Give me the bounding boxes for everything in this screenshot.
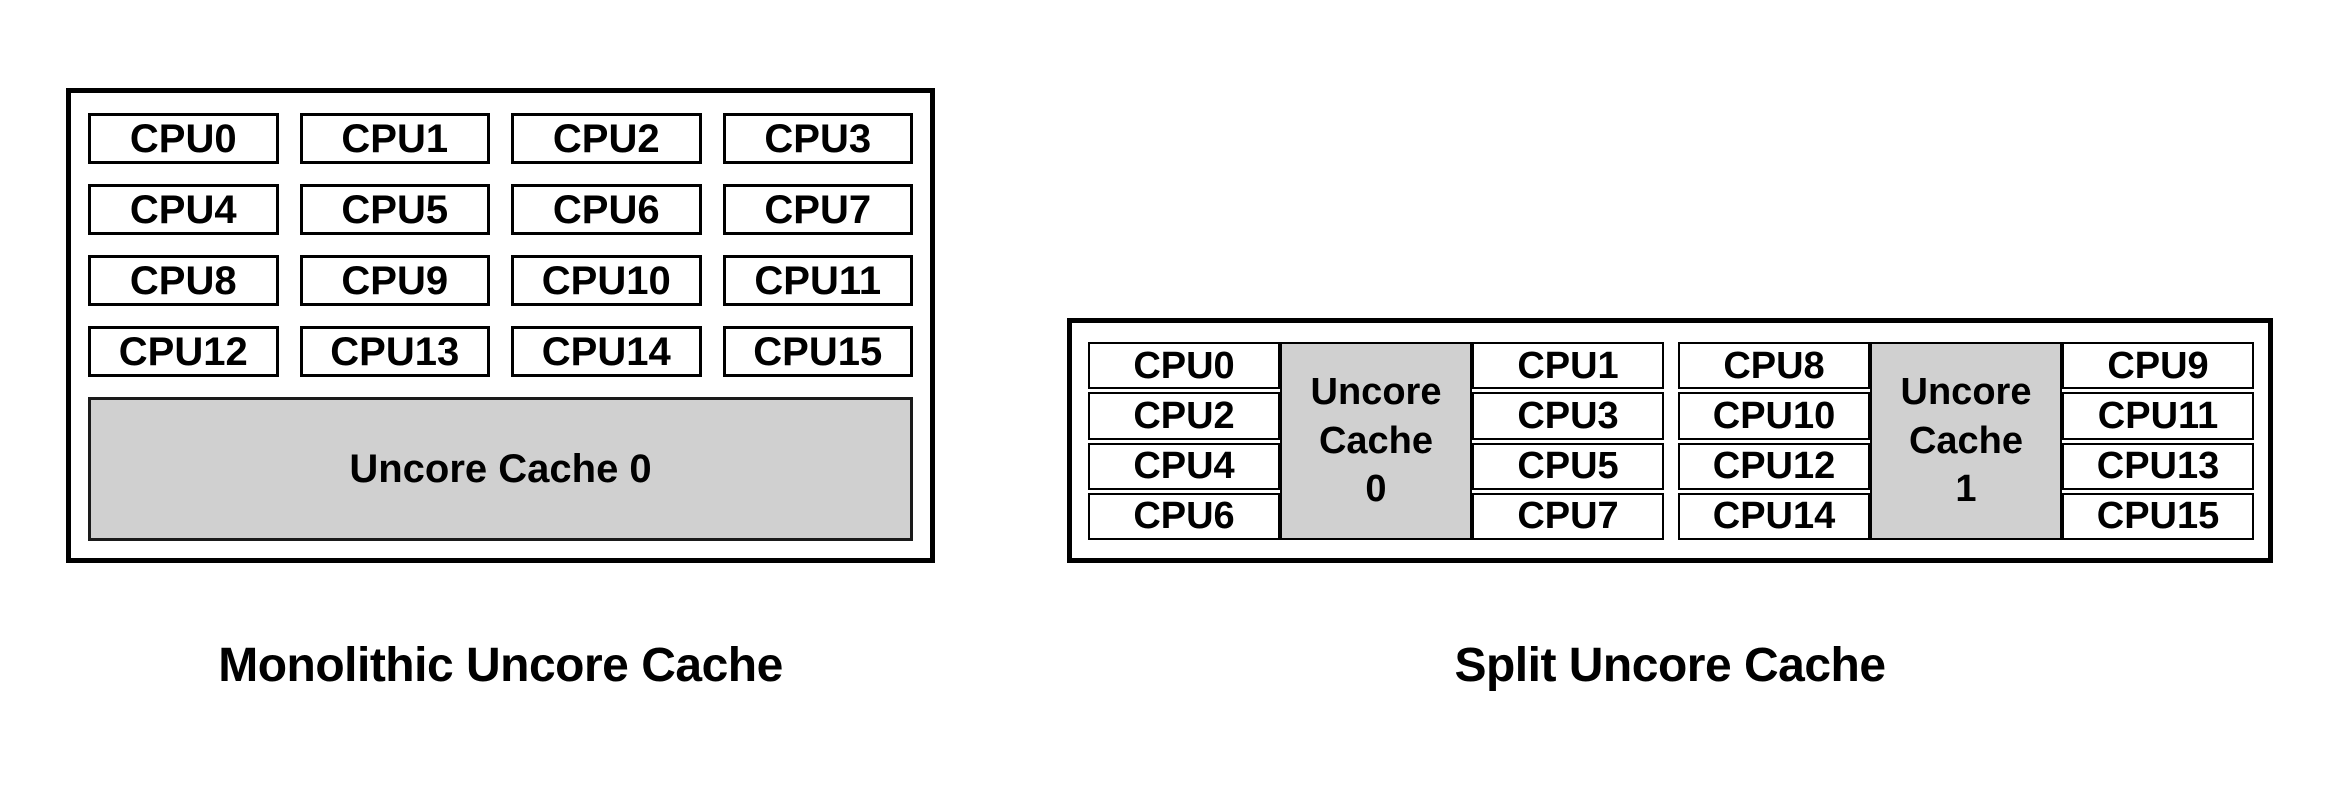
- cpu-cell: CPU13: [2062, 442, 2254, 490]
- cpu-cell: CPU10: [1678, 392, 1870, 440]
- cpu-cell: CPU14: [1678, 492, 1870, 540]
- monolithic-cpu-grid: CPU0 CPU1 CPU2 CPU3 CPU4 CPU5 CPU6 CPU7 …: [88, 113, 913, 377]
- cpu-box-8: CPU8: [88, 255, 279, 306]
- cpu-box-15: CPU15: [722, 326, 913, 377]
- cache-line: Uncore: [1310, 371, 1442, 414]
- cpu-cell: CPU3: [1472, 392, 1664, 440]
- cpu-cell: CPU15: [2062, 492, 2254, 540]
- cpu-box-3: CPU3: [722, 113, 913, 164]
- cpu-cluster-1: CPU8 CPU10 CPU12 CPU14 Uncore Cache 1 CP…: [1678, 342, 2254, 540]
- cpu-box-12: CPU12: [88, 326, 279, 377]
- cpu-box-6: CPU6: [511, 184, 702, 235]
- cpu-box-13: CPU13: [299, 326, 490, 377]
- cpu-box-7: CPU7: [722, 184, 913, 235]
- cache-line: 0: [1365, 468, 1387, 511]
- cache-line: Cache: [1318, 419, 1434, 462]
- cpu-box-11: CPU11: [722, 255, 913, 306]
- uncore-cache-0-box: Uncore Cache 0: [88, 397, 913, 541]
- cpu-box-5: CPU5: [299, 184, 490, 235]
- uncore-cache-1-split-box: Uncore Cache 1: [1870, 342, 2062, 540]
- cpu-box-10: CPU10: [511, 255, 702, 306]
- cpu-cluster-0: CPU0 CPU2 CPU4 CPU6 Uncore Cache 0 CPU1 …: [1088, 342, 1664, 540]
- cpu-cell: CPU2: [1088, 392, 1280, 440]
- cpu-cell: CPU12: [1678, 442, 1870, 490]
- cpu-box-9: CPU9: [299, 255, 490, 306]
- cpu-cell: CPU1: [1472, 342, 1664, 390]
- uncore-cache-0-split-box: Uncore Cache 0: [1280, 342, 1472, 540]
- cache-line: Uncore: [1900, 371, 2032, 414]
- cpu-box-2: CPU2: [511, 113, 702, 164]
- cpu-box-0: CPU0: [88, 113, 279, 164]
- cpu-cell: CPU7: [1472, 492, 1664, 540]
- cpu-cell: CPU5: [1472, 442, 1664, 490]
- split-caption: Split Uncore Cache: [1454, 639, 1886, 692]
- split-package-box: CPU0 CPU2 CPU4 CPU6 Uncore Cache 0 CPU1 …: [1067, 318, 2273, 563]
- cpu-box-14: CPU14: [511, 326, 702, 377]
- monolithic-package-box: CPU0 CPU1 CPU2 CPU3 CPU4 CPU5 CPU6 CPU7 …: [66, 88, 935, 563]
- monolithic-caption: Monolithic Uncore Cache: [218, 639, 783, 692]
- cpu-cell: CPU11: [2062, 392, 2254, 440]
- cpu-cell: CPU6: [1088, 492, 1280, 540]
- cpu-cell: CPU9: [2062, 342, 2254, 390]
- cache-line: 1: [1955, 468, 1977, 511]
- cpu-cell: CPU8: [1678, 342, 1870, 390]
- cpu-cell: CPU0: [1088, 342, 1280, 390]
- cpu-cell: CPU4: [1088, 442, 1280, 490]
- cpu-box-1: CPU1: [299, 113, 490, 164]
- cpu-box-4: CPU4: [88, 184, 279, 235]
- cache-line: Cache: [1908, 419, 2024, 462]
